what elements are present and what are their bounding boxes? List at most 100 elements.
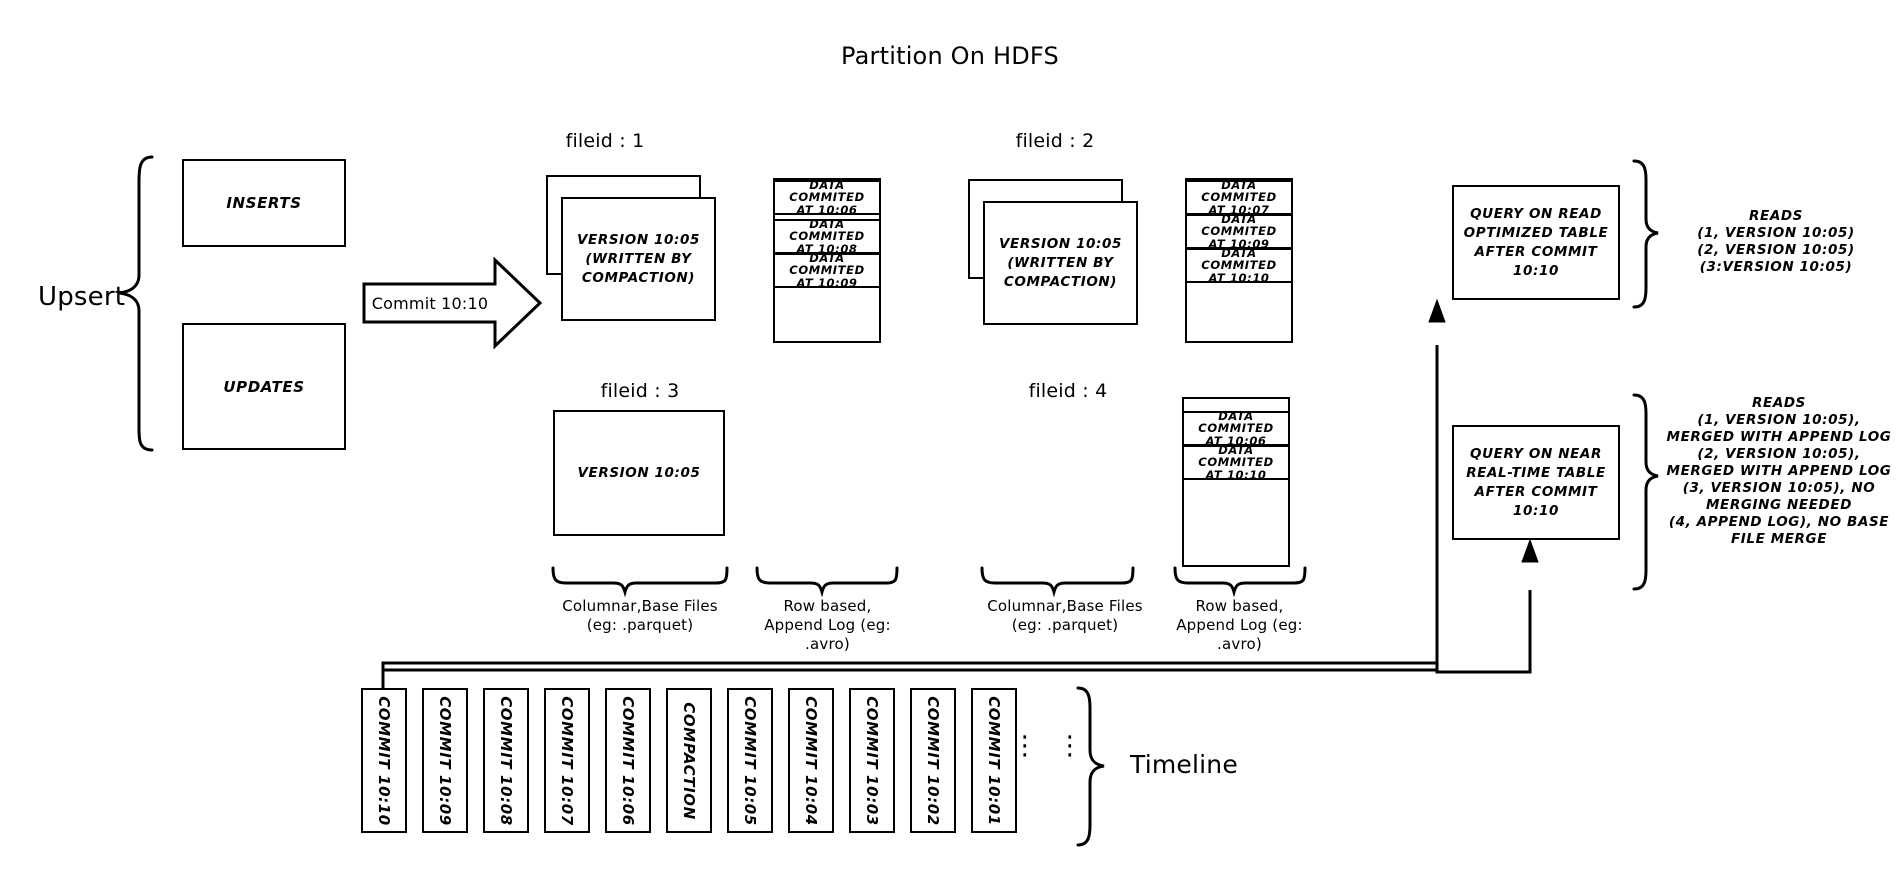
columnar-right-line-2: (eg: .parquet) <box>1011 616 1119 634</box>
log-entry-line-1: DATA COMMITED <box>1198 408 1274 436</box>
commit-arrow-label: Commit 10:10 <box>371 293 489 313</box>
timeline-item-label: COMMIT 10:02 <box>924 695 942 826</box>
log-entry-line-1: DATA COMMITED <box>789 216 865 244</box>
fileid-4-header: fileid : 4 <box>1028 380 1108 402</box>
reads-bottom-title: READS <box>1752 395 1806 411</box>
inserts-label: INSERTS <box>226 194 302 212</box>
fileid-3-base-file[interactable] <box>553 410 725 536</box>
timeline-item-label: COMMIT 10:04 <box>802 695 820 826</box>
commit-block-arrow <box>362 256 543 350</box>
log-entry-line-2: AT 10:06 <box>796 202 858 217</box>
fileid-2-base-line-3: COMPACTION) <box>1003 273 1118 290</box>
timeline-item-1[interactable]: COMMIT 10:09 <box>422 688 468 833</box>
timeline-item-label: COMMIT 10:09 <box>436 695 454 826</box>
log-entry-line-2: AT 10:09 <box>796 275 858 290</box>
rowlog-right-line-1: Row based, <box>1195 597 1284 615</box>
fileid-1-log-entry-0[interactable]: DATA COMMITED AT 10:06 <box>773 177 881 217</box>
fileid-2-base-line-2: (WRITTEN BY <box>1007 254 1114 271</box>
fileid-1-log-entry-2[interactable]: DATA COMMITED AT 10:09 <box>773 250 881 290</box>
timeline-item-9[interactable]: COMMIT 10:02 <box>910 688 956 833</box>
log-entry-line-2: AT 10:10 <box>1208 270 1270 285</box>
upsert-label: Upsert <box>38 282 126 312</box>
timeline-item-3[interactable]: COMMIT 10:07 <box>544 688 590 833</box>
log-entry-line-2: AT 10:10 <box>1205 467 1267 482</box>
columnar-left-line-1: Columnar,Base Files <box>562 597 718 615</box>
reads-top-block: READS (1, VERSION 10:05) (2, VERSION 10:… <box>1666 208 1886 276</box>
rowlog-left-line-2: Append Log (eg: <box>764 616 891 634</box>
timeline-item-label: COMMIT 10:10 <box>375 695 393 826</box>
log-entry-line-2: AT 10:07 <box>1208 202 1270 217</box>
fileid-2-header: fileid : 2 <box>1015 130 1095 152</box>
log-entry-line-1: DATA COMMITED <box>1201 245 1277 273</box>
rowlog-right-caption: Row based, Append Log (eg: .avro) <box>1157 597 1322 654</box>
columnar-right-line-1: Columnar,Base Files <box>987 597 1143 615</box>
fileid-2-log-entry-0[interactable]: DATA COMMITED AT 10:07 <box>1185 179 1293 217</box>
reads-bottom-line-6: (4, APPEND LOG), NO BASE <box>1668 514 1890 530</box>
reads-top-line-1: (2, VERSION 10:05) <box>1697 242 1855 258</box>
timeline-item-5[interactable]: COMPACTION <box>666 688 712 833</box>
timeline-to-near-realtime-connector <box>381 667 1439 680</box>
reads-bottom-line-5: MERGING NEEDED <box>1705 497 1852 513</box>
reads-bottom-block: READS (1, VERSION 10:05), MERGED WITH AP… <box>1660 395 1898 548</box>
reads-bottom-line-7: FILE MERGE <box>1730 531 1828 547</box>
fileid-1-base-line-2: (WRITTEN BY <box>585 250 692 267</box>
query-near-realtime-label: QUERY ON NEAR REAL-TIME TABLE AFTER COMM… <box>1452 425 1620 540</box>
timeline-item-label: COMMIT 10:01 <box>985 695 1003 826</box>
query-ro-line-1: QUERY ON READ <box>1470 205 1602 222</box>
fileid-1-base-line-3: COMPACTION) <box>581 269 696 286</box>
fileid-1-base-file-front[interactable] <box>561 197 716 321</box>
rowlog-right-line-2: Append Log (eg: <box>1176 616 1303 634</box>
columnar-right-caption: Columnar,Base Files (eg: .parquet) <box>970 597 1160 635</box>
timeline-item-label: COMMIT 10:03 <box>863 695 881 826</box>
log-entry-line-1: DATA COMMITED <box>789 250 865 278</box>
log-entry-line-1: DATA COMMITED <box>789 177 865 205</box>
reads-bottom-line-3: MERGED WITH APPEND LOG <box>1666 463 1892 479</box>
query-ro-line-3: AFTER COMMIT <box>1474 243 1598 260</box>
reads-bottom-line-1: MERGED WITH APPEND LOG <box>1666 429 1892 445</box>
timeline-item-label: COMMIT 10:05 <box>741 695 759 826</box>
fileid-1-header: fileid : 1 <box>565 130 645 152</box>
timeline-item-label: COMPACTION <box>680 701 698 820</box>
timeline-item-label: COMMIT 10:08 <box>497 695 515 826</box>
timeline-ellipsis-1: ⋮ <box>1011 731 1039 761</box>
rowlog-right-brace <box>1173 566 1307 598</box>
fileid-4-log-entry-0[interactable]: DATA COMMITED AT 10:06 <box>1182 408 1290 448</box>
rowlog-left-brace <box>755 566 899 598</box>
reads-top-title: READS <box>1749 208 1803 224</box>
reads-top-line-2: (3:VERSION 10:05) <box>1699 259 1853 275</box>
timeline-brace <box>1076 686 1105 847</box>
timeline-item-2[interactable]: COMMIT 10:08 <box>483 688 529 833</box>
inserts-box[interactable] <box>182 159 346 247</box>
upsert-brace <box>118 155 154 452</box>
fileid-1-log-entry-1[interactable]: DATA COMMITED AT 10:08 <box>773 216 881 255</box>
columnar-left-brace <box>551 566 729 598</box>
fileid-4-log-entry-1[interactable]: DATA COMMITED AT 10:10 <box>1182 442 1290 482</box>
fileid-2-base-file-label: VERSION 10:05 (WRITTEN BY COMPACTION) <box>983 201 1138 325</box>
timeline-item-7[interactable]: COMMIT 10:04 <box>788 688 834 833</box>
updates-label: UPDATES <box>223 377 305 396</box>
query-read-optimized-box[interactable] <box>1452 185 1620 300</box>
rowlog-right-line-3: .avro) <box>1217 635 1262 653</box>
timeline-item-8[interactable]: COMMIT 10:03 <box>849 688 895 833</box>
timeline-item-6[interactable]: COMMIT 10:05 <box>727 688 773 833</box>
log-entry-line-2: AT 10:06 <box>1205 433 1267 448</box>
fileid-2-log-entry-1[interactable]: DATA COMMITED AT 10:09 <box>1185 211 1293 250</box>
timeline-item-4[interactable]: COMMIT 10:06 <box>605 688 651 833</box>
columnar-left-line-2: (eg: .parquet) <box>586 616 694 634</box>
timeline-item-10[interactable]: COMMIT 10:01 <box>971 688 1017 833</box>
query-nrt-line-1: QUERY ON NEAR <box>1470 445 1602 462</box>
query-nrt-line-3: AFTER COMMIT <box>1474 483 1598 500</box>
page-title: Partition On HDFS <box>841 42 1059 70</box>
timeline-item-label: COMMIT 10:06 <box>619 695 637 826</box>
updates-box[interactable] <box>182 323 346 450</box>
near-realtime-arrowhead <box>1521 538 1539 563</box>
log-entry-line-1: DATA COMMITED <box>1201 211 1277 239</box>
log-entry-line-1: DATA COMMITED <box>1198 442 1274 470</box>
timeline-item-0[interactable]: COMMIT 10:10 <box>361 688 407 833</box>
query-read-optimized-label: QUERY ON READ OPTIMIZED TABLE AFTER COMM… <box>1452 185 1620 300</box>
read-optimized-arrowhead <box>1428 298 1446 323</box>
fileid-2-log-entry-2[interactable]: DATA COMMITED AT 10:10 <box>1185 245 1293 285</box>
fileid-2-base-file-front[interactable] <box>983 201 1138 325</box>
fileid-3-base-file-label: VERSION 10:05 <box>577 465 701 481</box>
query-near-realtime-box[interactable] <box>1452 425 1620 540</box>
